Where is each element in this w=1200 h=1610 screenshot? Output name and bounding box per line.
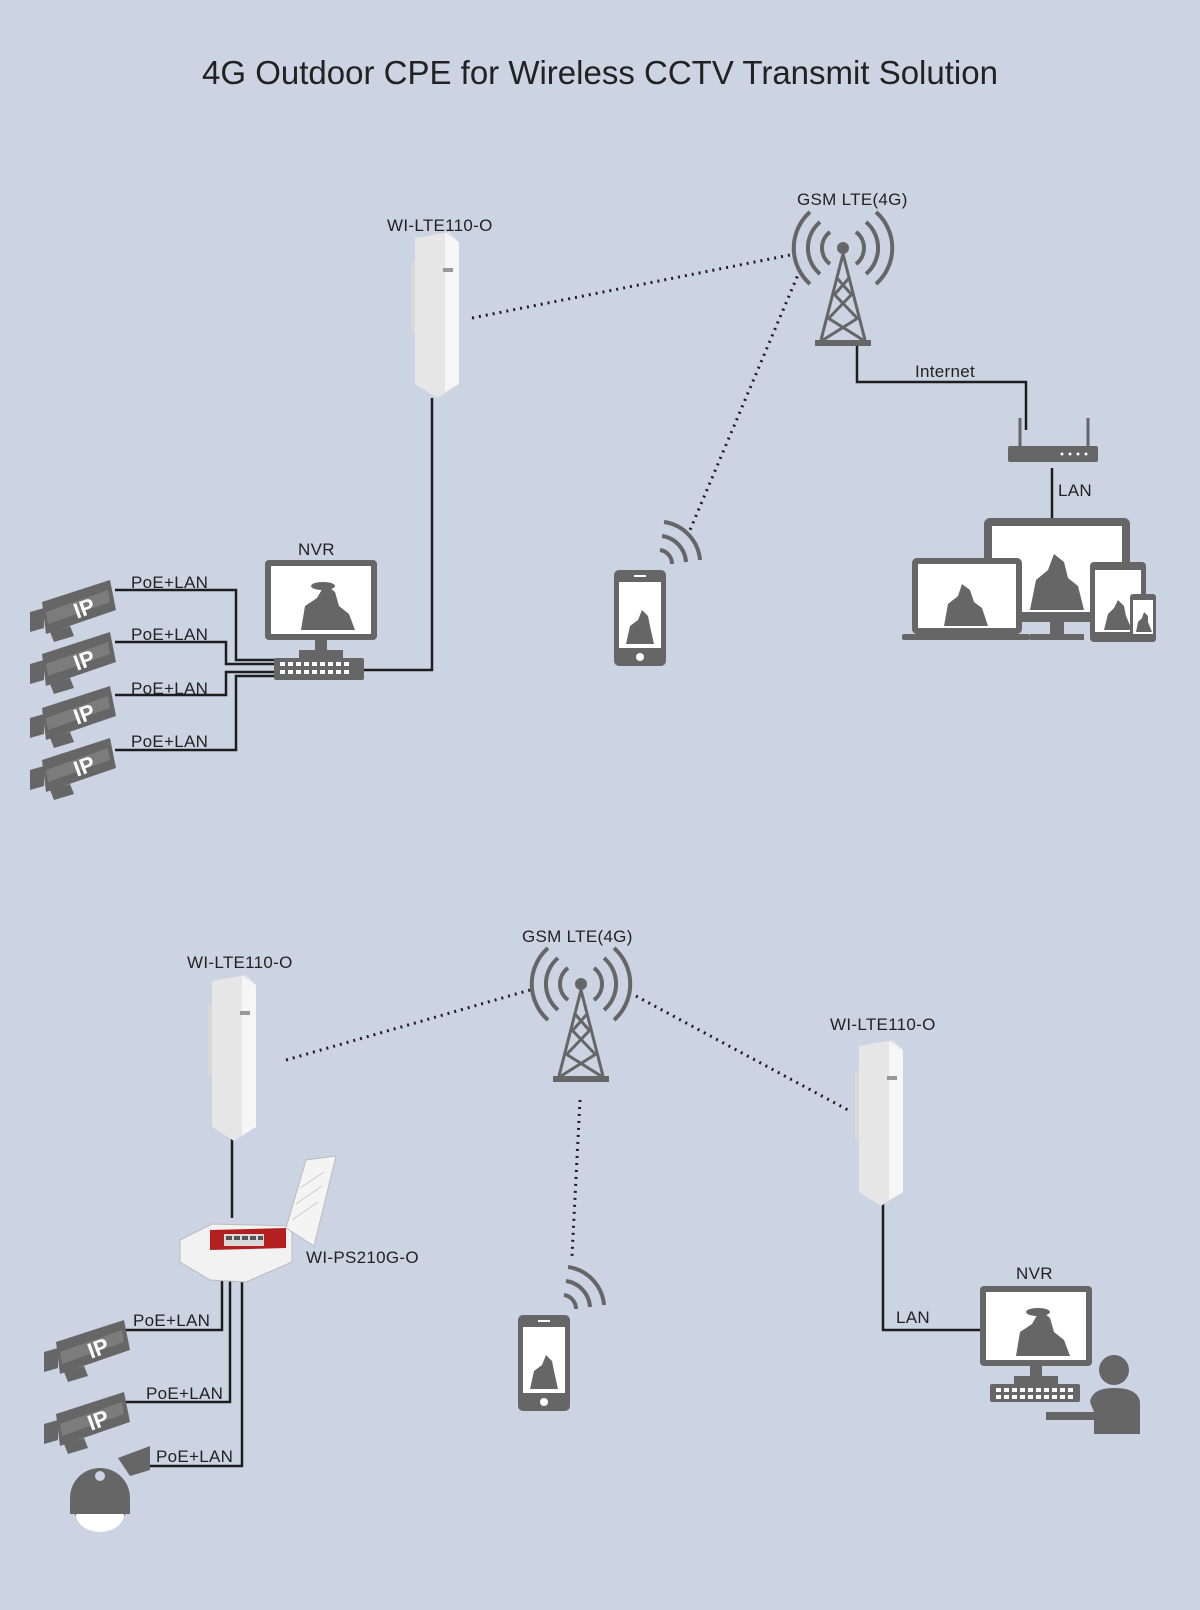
poe-switch-label: WI-PS210G-O bbox=[306, 1248, 419, 1267]
ip-camera-icon bbox=[44, 1320, 130, 1382]
user-icon bbox=[1046, 1355, 1140, 1434]
wireless-link-tower-phone-bottom bbox=[570, 1099, 582, 1257]
cpe-antenna-icon bbox=[855, 1040, 903, 1206]
poe-switch-icon bbox=[179, 1155, 337, 1283]
camera-cables-bottom bbox=[120, 1280, 244, 1468]
laptop-icon bbox=[902, 558, 1030, 640]
cpe-antenna-icon bbox=[411, 232, 459, 398]
camera-link-label: PoE+LAN bbox=[131, 679, 209, 698]
lan-label: LAN bbox=[1058, 481, 1092, 500]
cpe-left-label: WI-LTE110-O bbox=[187, 953, 293, 972]
lan-line-bottom bbox=[881, 1198, 984, 1332]
internet-label: Internet bbox=[915, 362, 976, 381]
camera-link-label: PoE+LAN bbox=[131, 625, 209, 644]
nvr-monitor-icon bbox=[980, 1286, 1092, 1384]
tower-label: GSM LTE(4G) bbox=[797, 190, 908, 209]
network-switch-icon bbox=[274, 658, 364, 680]
camera-link-label: PoE+LAN bbox=[156, 1447, 234, 1466]
cpe-to-switch-line bbox=[360, 398, 434, 672]
ip-camera-icon bbox=[44, 1392, 130, 1454]
wireless-link-tower-phone bbox=[688, 269, 802, 531]
nvr-monitor-icon bbox=[265, 560, 377, 658]
internet-line bbox=[855, 340, 1028, 430]
ip-camera-icon bbox=[30, 738, 116, 800]
smartphone-small-icon bbox=[1130, 594, 1156, 642]
camera-link-label: PoE+LAN bbox=[146, 1384, 224, 1403]
ptz-dome-camera-icon bbox=[70, 1446, 150, 1532]
camera-cables-top bbox=[115, 588, 278, 752]
smartphone-icon bbox=[612, 520, 702, 668]
page-title: 4G Outdoor CPE for Wireless CCTV Transmi… bbox=[202, 54, 998, 91]
ip-camera-icon bbox=[30, 632, 116, 694]
wireless-link-tower-right-cpe bbox=[635, 994, 849, 1112]
router-icon bbox=[1008, 418, 1098, 462]
cell-tower-icon bbox=[791, 210, 895, 348]
camera-link-label: PoE+LAN bbox=[131, 573, 209, 592]
cpe-label: WI-LTE110-O bbox=[387, 216, 493, 235]
nvr-label: NVR bbox=[1016, 1264, 1053, 1283]
lan-label: LAN bbox=[896, 1308, 930, 1327]
smartphone-icon bbox=[516, 1265, 606, 1413]
wireless-link-left-cpe-tower bbox=[285, 988, 531, 1062]
nvr-label: NVR bbox=[298, 540, 335, 559]
keyboard-icon bbox=[990, 1384, 1080, 1402]
ip-camera-icon bbox=[30, 686, 116, 748]
cell-tower-icon bbox=[529, 946, 633, 1084]
tower-label: GSM LTE(4G) bbox=[522, 927, 633, 946]
ip-camera-icon bbox=[30, 580, 116, 642]
cpe-right-label: WI-LTE110-O bbox=[830, 1015, 936, 1034]
cpe-antenna-icon bbox=[208, 975, 256, 1141]
camera-link-label: PoE+LAN bbox=[131, 732, 209, 751]
camera-link-label: PoE+LAN bbox=[133, 1311, 211, 1330]
wireless-link-cpe-tower bbox=[471, 252, 796, 320]
